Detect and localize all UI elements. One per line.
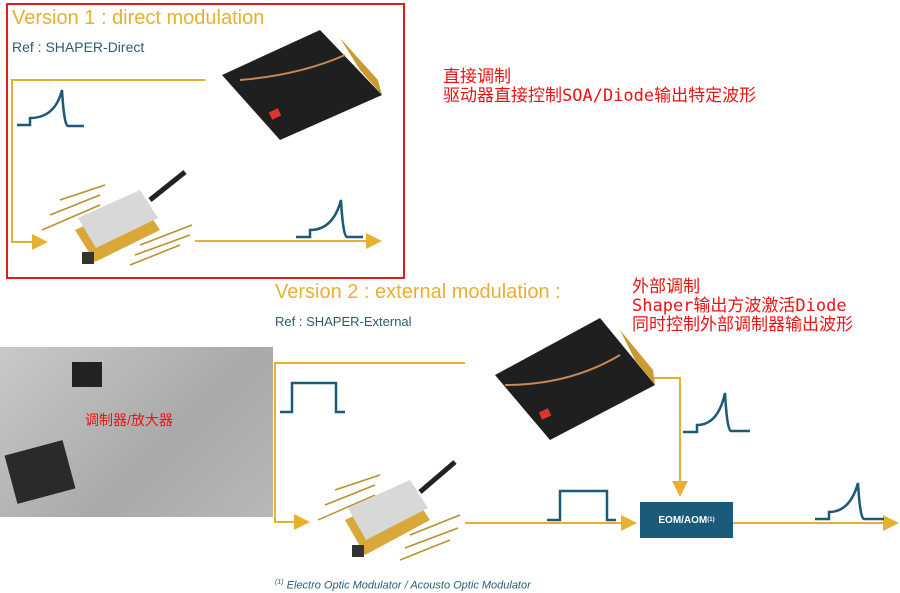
- eom-aom-label: EOM/AOM: [658, 514, 708, 526]
- v2-mod-pulse-waveform: [683, 392, 750, 434]
- version1-title: Version 1 : direct modulation: [12, 7, 265, 29]
- laser-diode-v2: [317, 460, 461, 561]
- version1-note-line1: 直接调制: [443, 67, 511, 87]
- version1-highlight-box: [6, 3, 405, 279]
- eom-aom-sup: (1): [707, 517, 715, 523]
- version2-title: Version 2 : external modulation :: [275, 281, 561, 303]
- laser-diode-v1: [41, 170, 193, 266]
- version1-note: 直接调制 驱动器直接控制SOA/Diode输出特定波形: [443, 68, 756, 106]
- photo-device: [72, 362, 102, 387]
- photo-board: [4, 440, 76, 504]
- footnote-sup: (1): [275, 579, 284, 586]
- version2-note: 外部调制 Shaper输出方波激活Diode 同时控制外部调制器输出波形: [632, 278, 853, 335]
- version2-note-line1: 外部调制: [632, 277, 700, 297]
- eom-aom-box: EOM/AOM(1): [640, 502, 733, 538]
- v2-output-pulse-waveform: [815, 482, 884, 521]
- photo-label: 调制器/放大器: [85, 412, 173, 428]
- shaper-driver-board-v1: [222, 30, 382, 140]
- footnote: (1) Electro Optic Modulator / Acousto Op…: [275, 579, 531, 592]
- shaper-driver-board-v2: [495, 318, 655, 440]
- version2-note-line3: 同时控制外部调制器输出波形: [632, 315, 853, 335]
- version2-note-line2: Shaper输出方波激活Diode: [632, 296, 847, 316]
- v2-control-line: [274, 362, 465, 530]
- v2-mod-line: [652, 377, 688, 497]
- v2-square-pulse: [280, 381, 345, 414]
- version1-note-line2: 驱动器直接控制SOA/Diode输出特定波形: [443, 86, 757, 106]
- v1-pulse-waveform: [17, 89, 84, 128]
- version2-ref: Ref : SHAPER-External: [275, 314, 412, 329]
- modulator-amplifier-photo: 调制器/放大器: [0, 347, 273, 517]
- version1-ref: Ref : SHAPER-Direct: [12, 39, 145, 55]
- v1-control-line: [11, 79, 205, 250]
- v2-diode-square-pulse: [547, 489, 616, 522]
- v1-output-pulse-waveform: [296, 199, 363, 239]
- footnote-text: Electro Optic Modulator / Acousto Optic …: [286, 579, 531, 592]
